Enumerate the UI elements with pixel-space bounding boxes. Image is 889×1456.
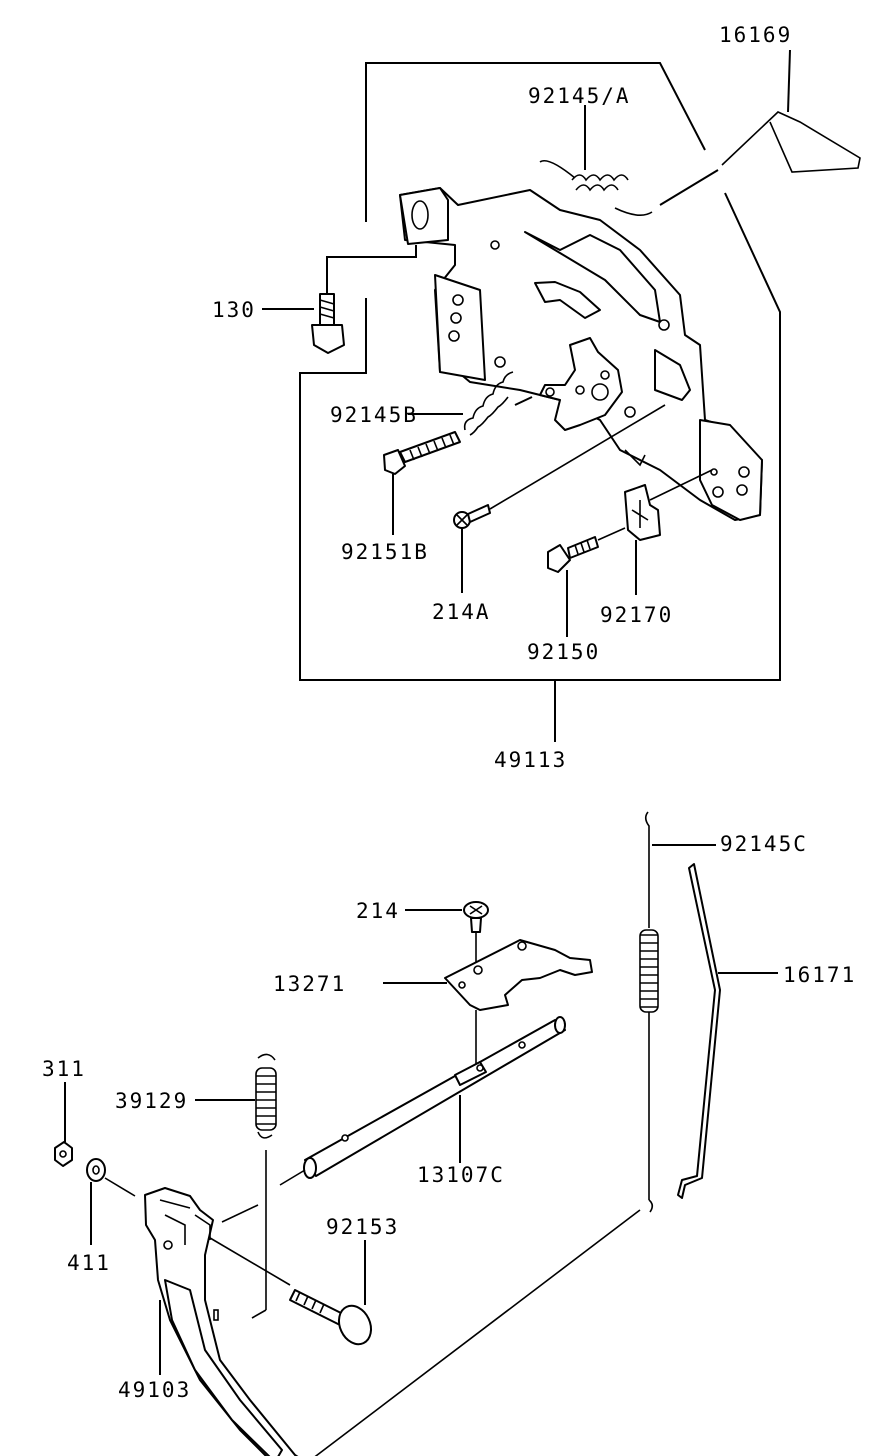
label-130: 130 [212, 298, 256, 322]
rod-16171 [677, 863, 778, 1199]
plate-13271 [383, 939, 593, 1072]
shaft-13107c [279, 1016, 566, 1186]
spring-39129 [195, 1053, 277, 1319]
label-411: 411 [67, 1251, 111, 1275]
control-bracket [399, 187, 763, 521]
label-214: 214 [356, 899, 400, 923]
label-49113: 49113 [494, 748, 567, 772]
lower-assembly [54, 811, 778, 1456]
part-labels: 16169 92145/A 130 92145B 92151B 214A 921… [42, 23, 856, 1402]
clip-92170 [624, 469, 713, 595]
bolt-92150 [547, 527, 626, 637]
wire-clip-16169 [659, 49, 861, 206]
bolt-92151b [383, 431, 461, 535]
label-49103: 49103 [118, 1378, 191, 1402]
bolt-130 [262, 245, 417, 354]
spring-92145c [639, 811, 716, 1213]
label-214a: 214A [432, 600, 491, 624]
spring-92145b [408, 371, 533, 436]
label-92150: 92150 [527, 640, 600, 664]
label-92151b: 92151B [341, 540, 429, 564]
label-13107c: 13107C [417, 1163, 505, 1187]
label-16169: 16169 [719, 23, 792, 47]
assembly-outline [365, 62, 706, 222]
label-92170: 92170 [600, 603, 673, 627]
assembly-49113 [262, 49, 861, 742]
label-311: 311 [42, 1057, 86, 1081]
label-16171: 16171 [783, 963, 856, 987]
spring-92145a [539, 105, 653, 216]
label-13271: 13271 [273, 972, 346, 996]
screw-214 [405, 901, 489, 970]
screw-214a [453, 404, 666, 593]
label-92145a: 92145/A [528, 84, 631, 108]
label-92153: 92153 [326, 1215, 399, 1239]
lever-49103 [144, 1187, 641, 1456]
label-92145c: 92145C [720, 832, 808, 856]
nut-311 [54, 1082, 73, 1167]
label-39129: 39129 [115, 1089, 188, 1113]
label-92145b: 92145B [330, 403, 418, 427]
washer-411 [86, 1158, 136, 1245]
pin-92153 [204, 1234, 373, 1346]
